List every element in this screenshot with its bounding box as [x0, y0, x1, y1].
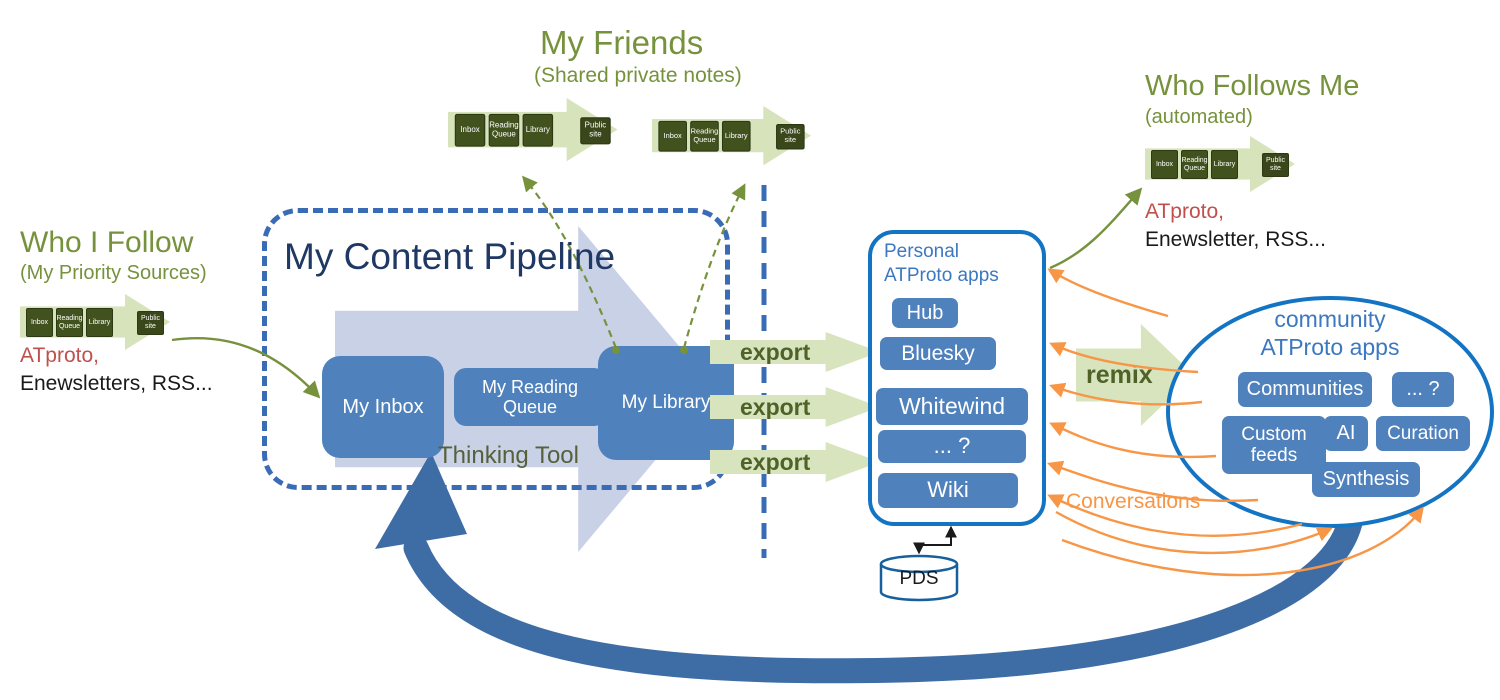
export-arrow-1: export: [710, 332, 880, 372]
mini-box-library: Library: [721, 120, 751, 152]
app-hub: Hub: [892, 298, 958, 328]
mini-box-reading-queue: Reading Queue: [690, 120, 719, 152]
export-arrow-3: export: [710, 442, 880, 482]
mini-box-library: Library: [522, 113, 554, 147]
who-i-follow-channels: Enewsletters, RSS...: [20, 372, 213, 395]
who-i-follow-title: Who I Follow: [20, 226, 194, 259]
pds-label: PDS: [899, 568, 939, 589]
who-follows-me-channels: Enewsletter, RSS...: [1145, 228, 1326, 251]
mini-box-inbox: Inbox: [454, 113, 486, 147]
pipeline-title: My Content Pipeline: [284, 236, 616, 277]
mini-box-public-site: Public site: [137, 311, 164, 335]
community-apps-title: community ATProto apps: [1166, 306, 1494, 361]
who-follows-me-protocol: ATproto,: [1145, 200, 1224, 223]
mini-box-public-site: Public site: [1262, 153, 1289, 177]
my-inbox-node: My Inbox: [322, 356, 444, 458]
mini-box-reading-queue: Reading Queue: [488, 113, 520, 147]
app-communities: Communities: [1238, 372, 1372, 407]
export-label-1: export: [740, 338, 811, 365]
personal-apps-title-line2: ATProto apps: [884, 264, 999, 286]
who-follows-me-title: Who Follows Me: [1145, 70, 1360, 102]
mini-box-public-site: Public site: [580, 117, 611, 145]
app-bluesky: Bluesky: [880, 337, 996, 370]
export-label-2: export: [740, 393, 811, 420]
community-apps-title-line2: ATProto apps: [1260, 333, 1400, 360]
app-community-other: ... ?: [1392, 372, 1454, 407]
app-synthesis: Synthesis: [1312, 462, 1420, 497]
friends-mini-pipeline-1: Inbox Reading Queue Library Public site: [448, 98, 618, 162]
who-follows-me-mini-pipeline: Inbox Reading Queue Library Public site: [1145, 136, 1295, 192]
apps-to-pds-connector: [913, 525, 957, 555]
personal-to-followers-arrow: [1049, 187, 1143, 270]
app-wiki: Wiki: [878, 473, 1018, 508]
who-i-follow-mini-pipeline: Inbox Reading Queue Library Public site: [20, 294, 170, 350]
who-follows-me-subtitle: (automated): [1145, 106, 1253, 128]
app-ai: AI: [1324, 416, 1368, 451]
app-curation: Curation: [1376, 416, 1470, 451]
my-reading-queue-node: My Reading Queue: [454, 368, 606, 426]
friends-mini-pipeline-2: Inbox Reading Queue Library Public site: [652, 106, 811, 166]
mini-box-library: Library: [1211, 150, 1238, 179]
app-custom-feeds: Custom feeds: [1222, 416, 1326, 474]
mini-box-inbox: Inbox: [26, 308, 53, 337]
personal-apps-title-line1: Personal: [884, 241, 959, 262]
mini-box-inbox: Inbox: [658, 120, 687, 152]
conversations-label: Conversations: [1066, 490, 1201, 513]
conversation-arrow-1: [1047, 268, 1169, 318]
my-friends-title: My Friends: [540, 24, 704, 61]
who-i-follow-protocol: ATproto,: [20, 344, 99, 367]
app-other: ... ?: [878, 430, 1026, 463]
personal-apps-title: Personal ATProto apps: [884, 240, 999, 288]
mini-box-library: Library: [86, 308, 113, 337]
export-label-3: export: [740, 448, 811, 475]
mini-box-inbox: Inbox: [1151, 150, 1178, 179]
mini-box-public-site: Public site: [776, 124, 805, 150]
community-apps-title-line1: community: [1274, 306, 1386, 332]
mini-box-reading-queue: Reading Queue: [56, 308, 83, 337]
who-i-follow-subtitle: (My Priority Sources): [20, 262, 207, 284]
my-friends-subtitle: (Shared private notes): [534, 64, 742, 87]
feedback-loop-arrow: [403, 499, 1365, 684]
thinking-tool-caption: Thinking Tool: [438, 442, 579, 469]
mini-box-reading-queue: Reading Queue: [1181, 150, 1208, 179]
remix-label: remix: [1086, 360, 1153, 389]
app-whitewind: Whitewind: [876, 388, 1028, 425]
export-arrow-2: export: [710, 387, 880, 427]
